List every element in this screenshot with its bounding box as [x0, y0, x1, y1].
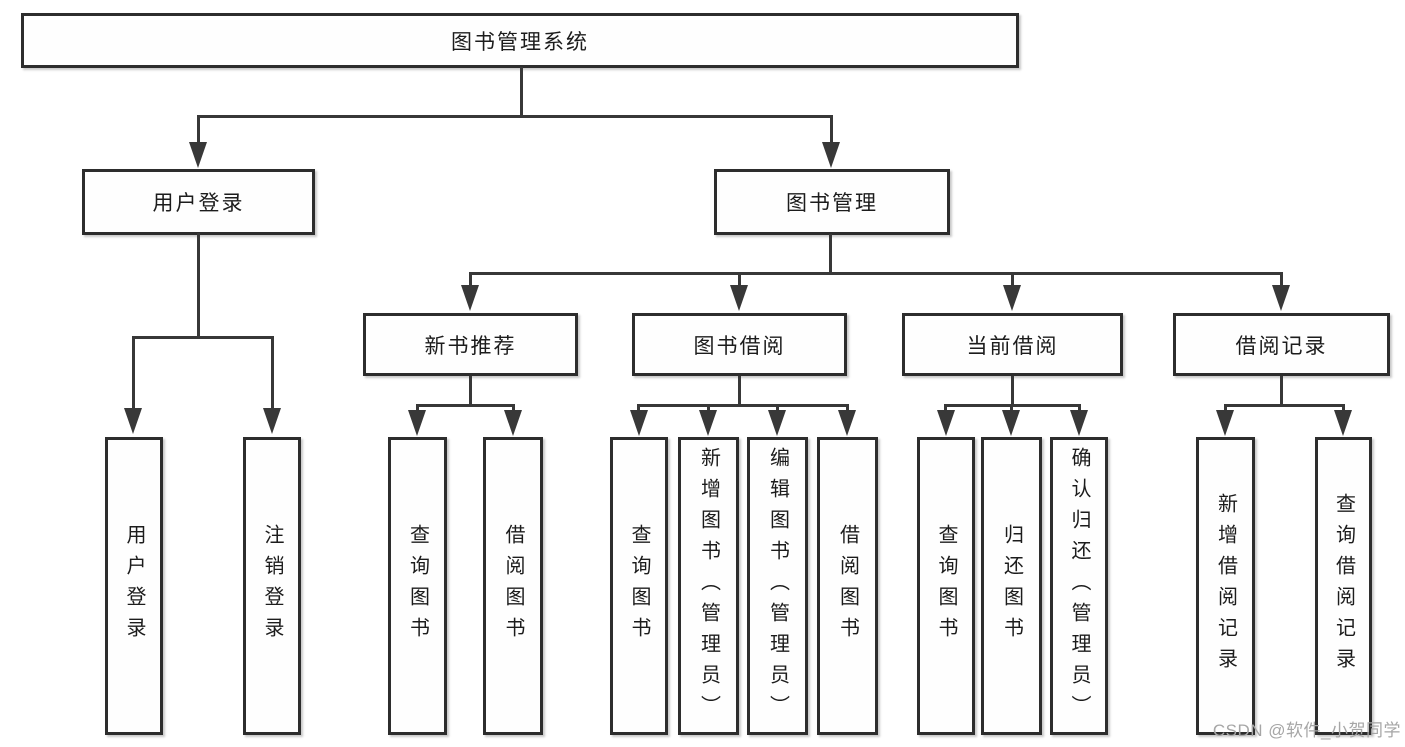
node-label: 新增图书（管理员） [697, 446, 720, 726]
connector [197, 115, 200, 148]
connector [829, 234, 832, 275]
connector [1280, 376, 1283, 407]
connector [707, 404, 710, 414]
connector [469, 272, 472, 288]
connector [132, 336, 274, 339]
node-user-login: 用户登录 [82, 169, 315, 235]
node-label: 借阅图书 [502, 524, 524, 648]
arrow-down-icon [1334, 410, 1352, 436]
connector [944, 404, 947, 414]
node-recommend-borrow-books: 借阅图书 [483, 437, 543, 735]
connector [470, 272, 1283, 275]
node-current-borrowing: 当前借阅 [902, 313, 1123, 376]
arrow-down-icon [1003, 285, 1021, 311]
node-label: 查询图书 [935, 524, 957, 648]
arrow-down-icon [838, 410, 856, 436]
connector [1010, 404, 1013, 414]
connector [469, 376, 472, 407]
arrow-down-icon [699, 410, 717, 436]
csdn-watermark: CSDN @软件_小贺同学 [1212, 721, 1401, 740]
node-borrowing-edit-books-admin: 编辑图书（管理员） [747, 437, 808, 735]
arrow-down-icon [937, 410, 955, 436]
connector [512, 404, 515, 414]
connector [738, 376, 741, 407]
connector [637, 404, 640, 414]
connector [1011, 272, 1014, 288]
node-recommend-query-books: 查询图书 [388, 437, 447, 735]
connector [197, 115, 833, 118]
arrow-down-icon [1002, 410, 1020, 436]
arrow-down-icon [768, 410, 786, 436]
arrow-down-icon [124, 408, 142, 434]
node-current-query-books: 查询图书 [917, 437, 975, 735]
connector [637, 404, 849, 407]
node-user-login-action: 用户登录 [105, 437, 163, 735]
node-label: 查询图书 [406, 524, 429, 648]
node-borrowing-add-books-admin: 新增图书（管理员） [678, 437, 739, 735]
node-current-return-books: 归还图书 [981, 437, 1042, 735]
connector [1224, 404, 1345, 407]
arrow-down-icon [189, 142, 207, 168]
connector [846, 404, 849, 414]
node-current-confirm-return-admin: 确认归还（管理员） [1050, 437, 1108, 735]
node-label: 借阅图书 [836, 524, 859, 648]
connector [776, 404, 779, 414]
node-label: 注销登录 [261, 524, 283, 648]
arrow-down-icon [630, 410, 648, 436]
node-book-management: 图书管理 [714, 169, 950, 235]
arrow-down-icon [1070, 410, 1088, 436]
connector [271, 336, 274, 412]
node-label: 查询借阅记录 [1332, 493, 1355, 679]
arrow-down-icon [263, 408, 281, 434]
node-borrowing-query-books: 查询图书 [610, 437, 668, 735]
node-label: 新增借阅记录 [1214, 493, 1237, 679]
connector [830, 115, 833, 148]
arrow-down-icon [461, 285, 479, 311]
node-label: 编辑图书（管理员） [766, 446, 789, 726]
connector [416, 404, 515, 407]
arrow-down-icon [1272, 285, 1290, 311]
connector [416, 404, 419, 414]
node-logout-action: 注销登录 [243, 437, 301, 735]
node-label: 归还图书 [1000, 524, 1023, 648]
node-label: 用户登录 [123, 524, 145, 648]
node-label: 确认归还（管理员） [1068, 446, 1090, 726]
arrow-down-icon [822, 142, 840, 168]
connector [1342, 404, 1345, 414]
node-borrowing-borrow-books: 借阅图书 [817, 437, 878, 735]
connector [1224, 404, 1227, 414]
connector [132, 336, 135, 412]
connector [1078, 404, 1081, 414]
connector [738, 272, 741, 288]
node-borrow-records: 借阅记录 [1173, 313, 1390, 376]
connector [1280, 272, 1283, 288]
node-library-system: 图书管理系统 [21, 13, 1019, 68]
connector [520, 67, 523, 117]
node-records-add-record: 新增借阅记录 [1196, 437, 1255, 735]
arrow-down-icon [1216, 410, 1234, 436]
node-label: 查询图书 [628, 524, 650, 648]
arrow-down-icon [730, 285, 748, 311]
arrow-down-icon [504, 410, 522, 436]
connector [197, 233, 200, 339]
node-records-query-record: 查询借阅记录 [1315, 437, 1372, 735]
arrow-down-icon [408, 410, 426, 436]
node-book-borrowing: 图书借阅 [632, 313, 847, 376]
connector [1011, 376, 1014, 407]
node-new-book-recommend: 新书推荐 [363, 313, 578, 376]
